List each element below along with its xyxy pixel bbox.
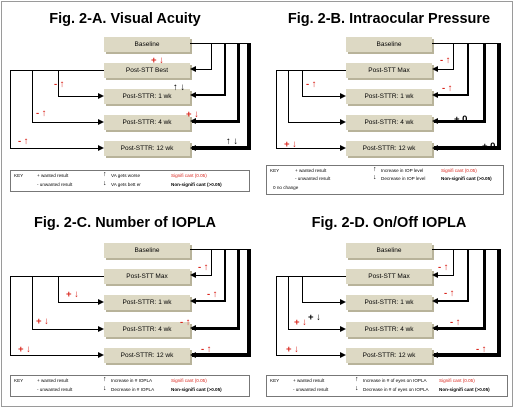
result-mark: - ↑: [18, 136, 29, 147]
box-4wk: Post-STTR: 4 wk: [104, 115, 190, 130]
box-1wk: Post-STTR: 1 wk: [104, 295, 190, 310]
result-mark: - ↑: [180, 317, 191, 328]
arrow-up-icon: ↑: [103, 376, 107, 383]
box-1wk: Post-STTR: 1 wk: [104, 89, 190, 104]
result-mark: - ↑: [201, 344, 212, 355]
key-icon2-text: Decrease in # IOPLA: [111, 387, 155, 392]
panel-title: Fig. 2-D. On/Off IOPLA: [311, 215, 467, 231]
key-icon1-text: VA gets worse: [111, 173, 141, 178]
box-4wk: Post-STTR: 4 wk: [346, 115, 432, 130]
box-1wk: Post-STTR: 1 wk: [346, 89, 432, 104]
arrow-down-icon: ↓: [103, 180, 107, 187]
key-nonsignificant: Non-signifi cant (>0.05): [439, 387, 490, 392]
result-mark: + ↓: [308, 312, 321, 323]
key-icon1-text: Increase in # IOPLA: [111, 378, 153, 383]
box-post-stt: Post-STT Max: [104, 269, 190, 284]
key-label: KEY: [14, 173, 24, 178]
key-wanted: + wanted result: [37, 173, 69, 178]
box-baseline: Baseline: [346, 37, 432, 52]
key-label: KEY: [270, 378, 280, 383]
key-icon2-text: Decrease in IOP level: [381, 176, 426, 181]
key-significant: Signifi cant (0.05): [171, 173, 207, 178]
key-icon1-text: Increase in # of eyes on IOPLA: [363, 378, 427, 383]
arrow-down-icon: ↓: [355, 385, 359, 392]
legend-key: KEY + wanted result - unwanted result ↑ …: [266, 375, 508, 397]
result-mark: - ↑: [306, 79, 317, 90]
result-mark: + ↓: [18, 344, 31, 355]
key-nonsignificant: Non-signifi cant (>0.05): [171, 182, 222, 187]
key-icon1-text: Increase in IOP level: [381, 168, 424, 173]
result-mark: + ↓: [286, 344, 299, 355]
panel-intraocular-pressure: Fig. 2-B. Intraocular Pressure Baseline …: [258, 0, 516, 205]
box-12wk: Post-STTR: 12 wk: [104, 141, 190, 156]
arrow-up-icon: ↑: [103, 171, 107, 178]
box-baseline: Baseline: [104, 243, 190, 258]
key-nonsignificant: Non-signifi cant (>0.05): [441, 176, 492, 181]
arrow-up-icon: ↑: [373, 166, 377, 173]
key-label: KEY: [270, 168, 280, 173]
box-post-stt: Post-STT Max: [346, 63, 432, 78]
key-wanted: + wanted result: [295, 168, 327, 173]
key-unwanted: - unwanted result: [37, 182, 73, 187]
key-significant: Signifi cant (0.05): [171, 378, 207, 383]
box-12wk: Post-STTR: 12 wk: [346, 141, 432, 156]
box-baseline: Baseline: [346, 243, 432, 258]
key-significant: Signifi cant (0.05): [441, 168, 477, 173]
result-mark: - ↑: [207, 289, 218, 300]
key-unwanted: - unwanted result: [293, 387, 329, 392]
result-mark: - ↑: [36, 108, 47, 119]
legend-key: KEY + wanted result - unwanted result ↑ …: [10, 375, 250, 397]
result-mark: + 0: [482, 141, 496, 152]
box-post-stt: Post-STT Max: [346, 269, 432, 284]
result-mark: + ↓: [36, 316, 49, 327]
box-4wk: Post-STTR: 4 wk: [346, 322, 432, 337]
result-mark: + 0: [454, 114, 468, 125]
legend-key: KEY + wanted result - unwanted result 0 …: [266, 165, 504, 195]
result-mark: - ↑: [54, 79, 65, 90]
key-icon2-text: VA gets bett er: [111, 182, 141, 187]
result-mark: + ↓: [284, 139, 297, 150]
arrow-down-icon: ↓: [373, 174, 377, 181]
result-mark: + ↓: [66, 289, 79, 300]
panel-title: Fig. 2-C. Number of IOPLA: [33, 215, 217, 231]
result-mark: - ↑: [198, 262, 209, 273]
result-mark: + ↓: [186, 109, 199, 120]
key-nonsignificant: Non-signifi cant (>0.05): [171, 387, 222, 392]
box-4wk: Post-STTR: 4 wk: [104, 322, 190, 337]
box-12wk: Post-STTR: 12 wk: [346, 348, 432, 363]
result-mark: - ↑: [440, 55, 451, 66]
arrow-down-icon: ↓: [103, 385, 107, 392]
panel-title: Fig. 2-B. Intraocular Pressure: [287, 11, 491, 27]
result-mark: + ↓: [151, 55, 164, 66]
result-mark: ↑ ↓: [226, 136, 239, 147]
key-unwanted: - unwanted result: [37, 387, 73, 392]
key-label: KEY: [14, 378, 24, 383]
result-mark: - ↑: [450, 317, 461, 328]
result-mark: - ↑: [476, 344, 487, 355]
key-significant: Signifi cant (0.05): [439, 378, 475, 383]
key-wanted: + wanted result: [293, 378, 325, 383]
result-mark: - ↑: [438, 262, 449, 273]
box-baseline: Baseline: [104, 37, 190, 52]
key-unwanted: - unwanted result: [295, 176, 331, 181]
box-1wk: Post-STTR: 1 wk: [346, 295, 432, 310]
legend-key: KEY + wanted result - unwanted result ↑ …: [10, 170, 250, 192]
box-post-stt: Post-STT Best: [104, 63, 190, 78]
panel-visual-acuity: Fig. 2-A. Visual Acuity Baseline Post-ST…: [0, 0, 258, 205]
result-mark: ↑ ↓: [173, 82, 186, 93]
result-mark: + ↓: [294, 317, 307, 328]
key-no-change: 0 no change: [273, 185, 299, 190]
result-mark: - ↑: [442, 83, 453, 94]
panel-title: Fig. 2-A. Visual Acuity: [49, 11, 201, 27]
key-icon2-text: Decrease in # of eyes on IOPLA: [363, 387, 429, 392]
key-wanted: + wanted result: [37, 378, 69, 383]
arrow-up-icon: ↑: [355, 376, 359, 383]
result-mark: - ↑: [444, 288, 455, 299]
box-12wk: Post-STTR: 12 wk: [104, 348, 190, 363]
panel-on-off-iopla: Fig. 2-D. On/Off IOPLA Baseline Post-STT…: [258, 205, 516, 410]
panel-number-of-iopla: Fig. 2-C. Number of IOPLA Baseline Post-…: [0, 205, 258, 410]
